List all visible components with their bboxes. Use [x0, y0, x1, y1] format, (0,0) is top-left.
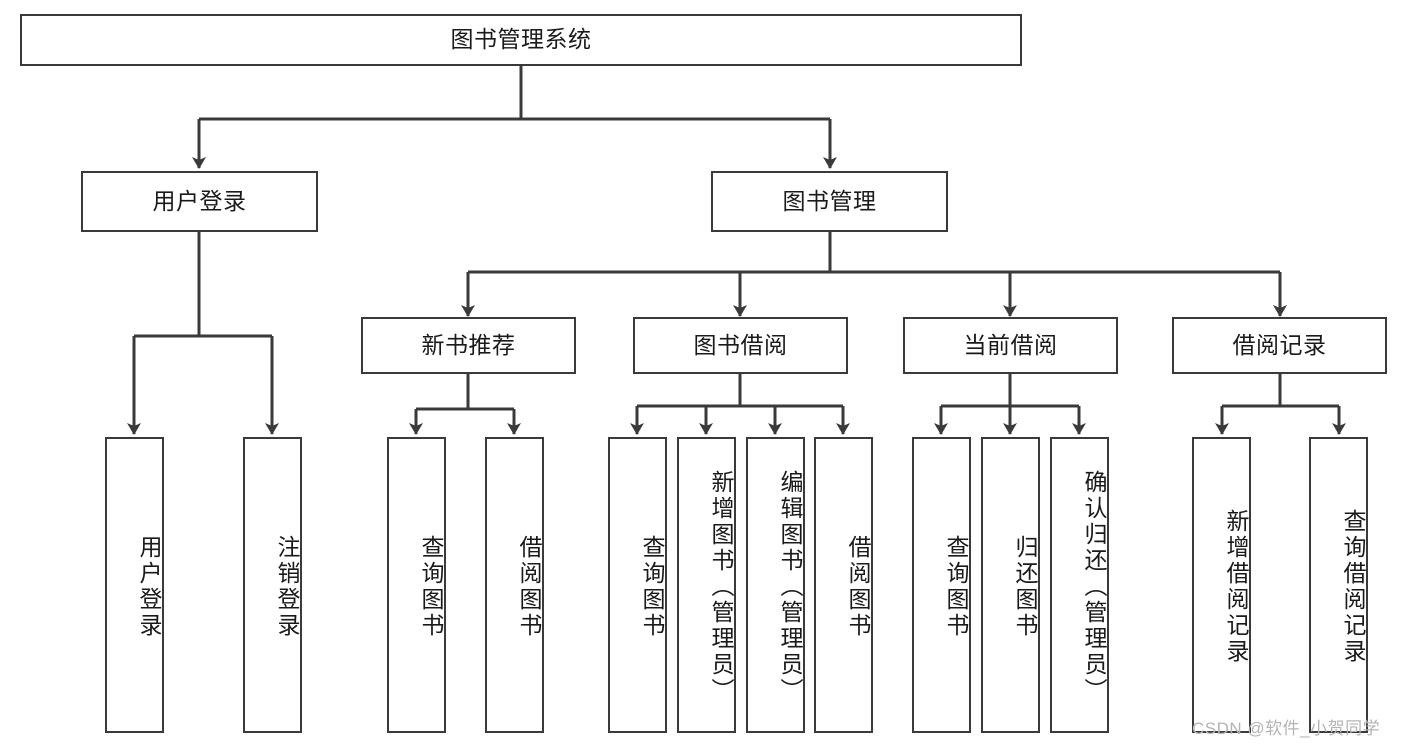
leaf-return-book-label: 归还图书 [1012, 535, 1038, 639]
leaf-user-logout[interactable]: 注销登录 [243, 437, 302, 733]
leaf-borrow-book-2[interactable]: 借阅图书 [814, 437, 873, 733]
leaf-edit-book[interactable]: 编辑图书（管理员） [746, 437, 805, 733]
leaf-add-record-label: 新增借阅记录 [1223, 509, 1249, 665]
node-new-book-rec-label: 新书推荐 [421, 331, 516, 358]
leaf-query-book-2[interactable]: 查询图书 [608, 437, 667, 733]
leaf-borrow-book-2-label: 借阅图书 [845, 535, 871, 639]
leaf-query-record[interactable]: 查询借阅记录 [1309, 437, 1368, 733]
node-root-label: 图书管理系统 [450, 26, 592, 53]
node-borrow-record-label: 借阅记录 [1232, 331, 1327, 358]
leaf-add-book[interactable]: 新增图书（管理员） [677, 437, 736, 733]
leaf-borrow-book-1[interactable]: 借阅图书 [485, 437, 544, 733]
leaf-user-login-label: 用户登录 [136, 535, 162, 639]
leaf-query-book-3-label: 查询图书 [943, 535, 969, 639]
leaf-edit-book-label: 编辑图书（管理员） [777, 470, 803, 704]
node-book-manage[interactable]: 图书管理 [711, 171, 948, 232]
node-book-borrow[interactable]: 图书借阅 [633, 317, 848, 374]
node-user-login-label: 用户登录 [152, 187, 247, 214]
node-new-book-rec[interactable]: 新书推荐 [361, 317, 576, 374]
leaf-user-login[interactable]: 用户登录 [105, 437, 164, 733]
leaf-return-book[interactable]: 归还图书 [981, 437, 1040, 733]
csdn-watermark: CSDN @软件_小贺同学 [1192, 719, 1381, 738]
leaf-confirm-return-label: 确认归还（管理员） [1081, 470, 1107, 704]
leaf-user-logout-label: 注销登录 [274, 535, 300, 639]
node-current-borrow[interactable]: 当前借阅 [903, 317, 1118, 374]
leaf-query-record-label: 查询借阅记录 [1340, 509, 1366, 665]
node-book-borrow-label: 图书借阅 [693, 331, 788, 358]
node-root[interactable]: 图书管理系统 [20, 14, 1022, 66]
leaf-query-book-1-label: 查询图书 [418, 535, 444, 639]
node-user-login[interactable]: 用户登录 [81, 171, 318, 232]
node-borrow-record[interactable]: 借阅记录 [1172, 317, 1387, 374]
node-current-borrow-label: 当前借阅 [963, 331, 1058, 358]
leaf-borrow-book-1-label: 借阅图书 [516, 535, 542, 639]
node-book-manage-label: 图书管理 [782, 187, 877, 214]
leaf-confirm-return[interactable]: 确认归还（管理员） [1050, 437, 1109, 733]
leaf-query-book-3[interactable]: 查询图书 [912, 437, 971, 733]
leaf-query-book-2-label: 查询图书 [639, 535, 665, 639]
leaf-query-book-1[interactable]: 查询图书 [387, 437, 446, 733]
leaf-add-book-label: 新增图书（管理员） [708, 470, 734, 704]
leaf-add-record[interactable]: 新增借阅记录 [1192, 437, 1251, 733]
